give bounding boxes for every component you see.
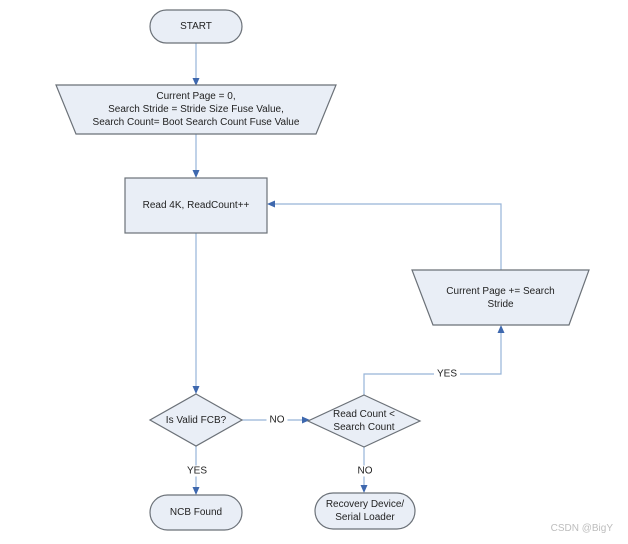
watermark: CSDN @BigY	[550, 523, 613, 534]
arrowhead-down-recovery	[360, 485, 368, 493]
edge-advance-read	[275, 203, 502, 270]
arrowhead-down-ncb	[192, 487, 200, 495]
edge-count-check-yes-advance	[363, 333, 502, 395]
arrowhead-down-read	[192, 170, 200, 178]
arrowhead-up-advance	[497, 325, 505, 333]
node-valid-fcb-decision	[148, 393, 244, 447]
arrowhead-left-read	[267, 200, 275, 208]
node-advance-trapezoid	[411, 269, 590, 326]
node-init-trapezoid	[55, 84, 337, 135]
node-count-check-decision	[306, 394, 422, 448]
arrowhead-down-valid-fcb	[192, 386, 200, 394]
arrowhead-right-count-check	[302, 416, 310, 424]
node-recovery-terminator	[314, 492, 416, 530]
node-read-process	[124, 177, 268, 234]
node-ncb-found-terminator	[149, 494, 243, 531]
arrowhead-down-init	[192, 78, 200, 86]
node-start-terminator	[149, 9, 243, 44]
